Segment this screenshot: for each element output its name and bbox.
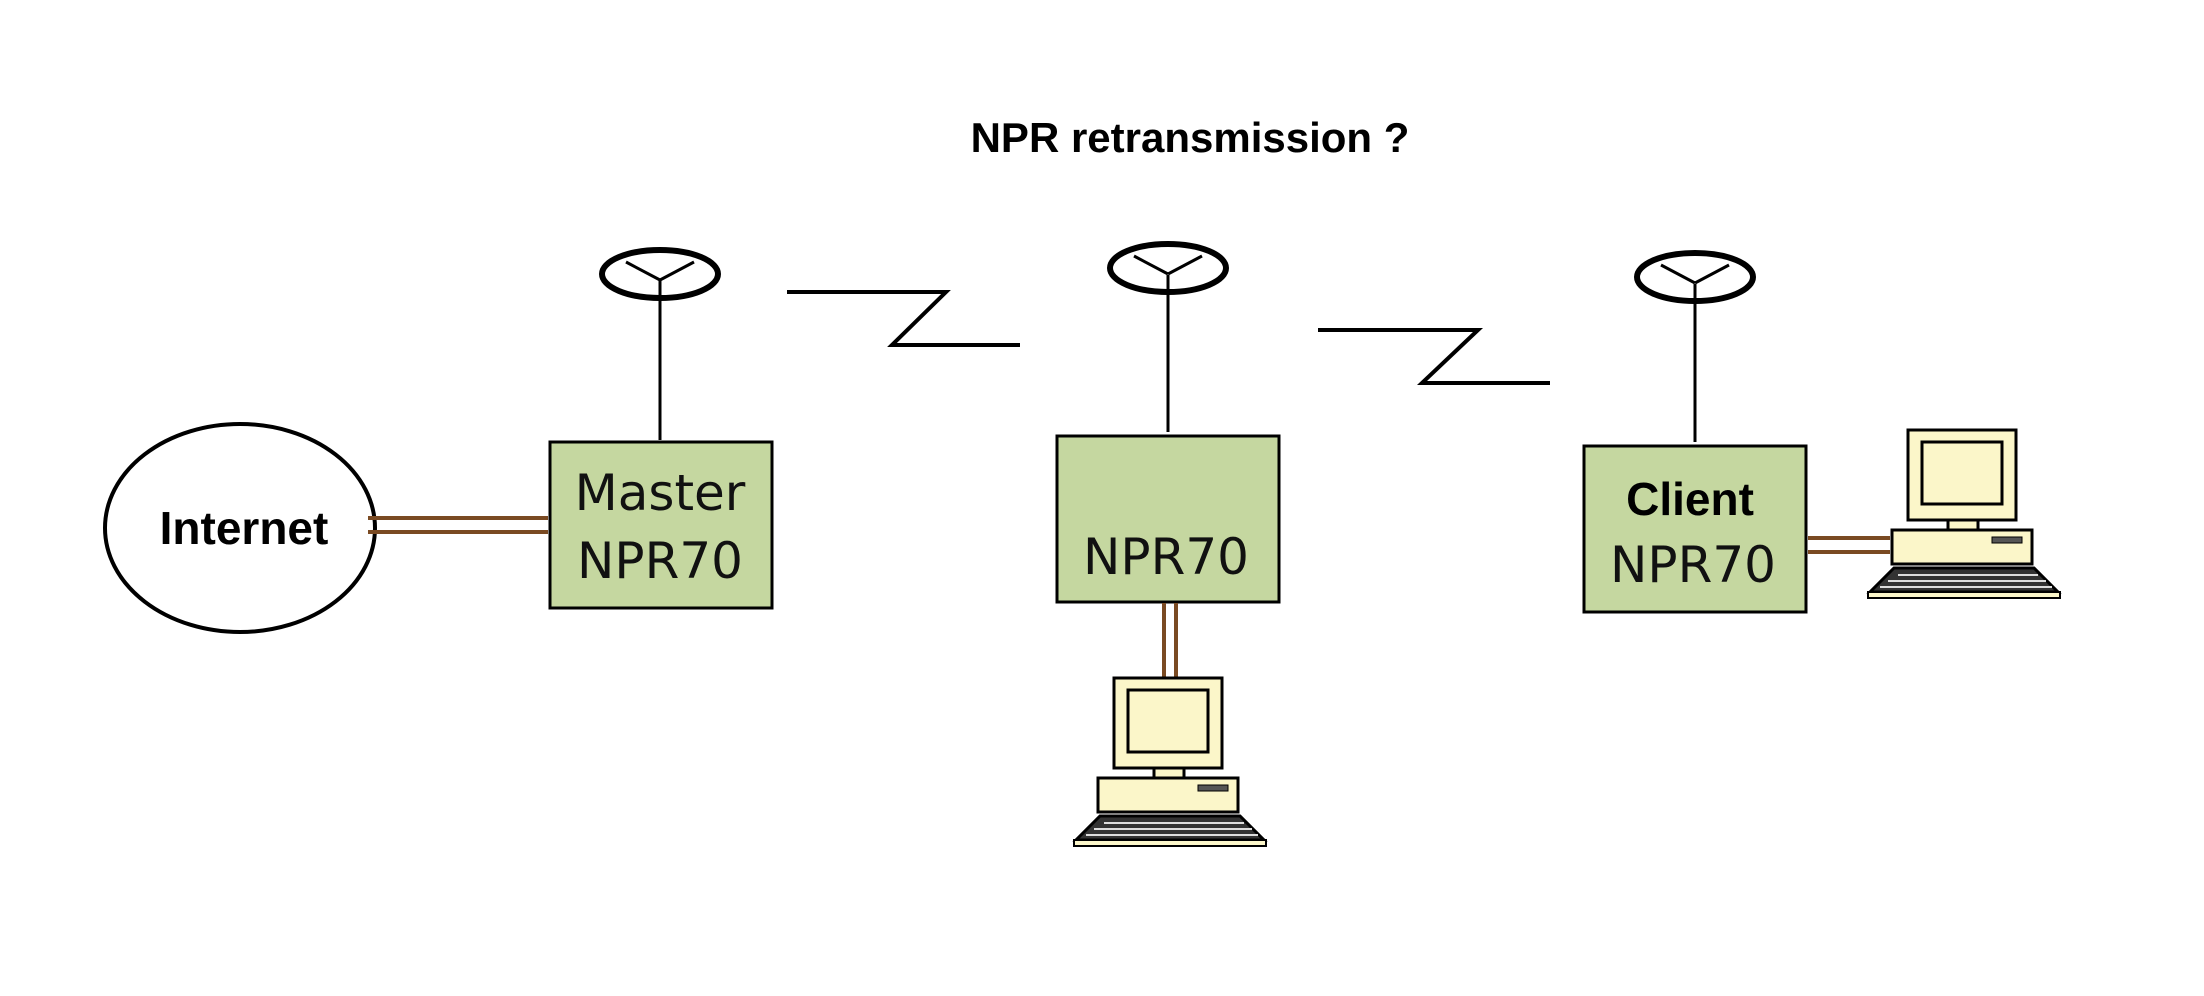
cable-icon [1808, 536, 1890, 554]
client-label-line1: Client [1626, 473, 1754, 525]
cable-icon [368, 516, 548, 534]
computer-icon [1072, 676, 1268, 848]
computer-icon [1866, 428, 2062, 600]
master-node: Master NPR70 [548, 250, 774, 610]
radio-link-icon [1318, 328, 1550, 385]
client-node: Client NPR70 [1582, 253, 2062, 614]
radio-link-icon [787, 290, 1020, 347]
diagram-title: NPR retransmission ? [971, 114, 1410, 161]
master-label-line2: NPR70 [577, 532, 743, 590]
internet-label: Internet [160, 502, 329, 554]
relay-label: NPR70 [1083, 528, 1249, 586]
internet-node: Internet [103, 422, 377, 634]
relay-node: NPR70 [1055, 244, 1281, 848]
master-label-line1: Master [575, 464, 746, 522]
client-label-line2: NPR70 [1610, 536, 1776, 594]
cable-icon [1162, 603, 1178, 678]
